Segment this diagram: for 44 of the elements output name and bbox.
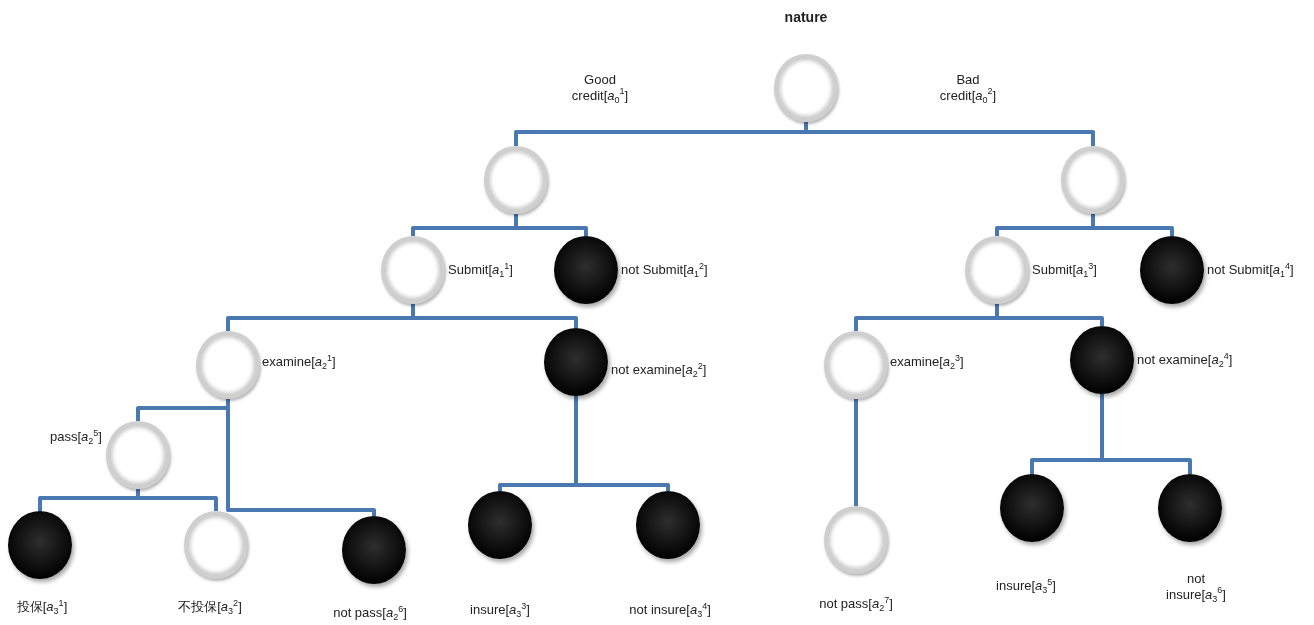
open-circle: [184, 511, 248, 579]
connector-line: [854, 397, 858, 506]
connector-line: [136, 489, 218, 511]
filled-circle: [1140, 236, 1204, 304]
node-label: not insure[a$_{3}$$^{4}$]: [629, 601, 711, 619]
open-circle: [1061, 146, 1125, 214]
connector-line: [1100, 394, 1192, 474]
node-label: nature: [784, 9, 828, 27]
node-label: Submit[a$_{1}$$^{3}$]: [1032, 261, 1097, 279]
node-label: not examine[a$_{2}$$^{2}$]: [611, 361, 707, 379]
filled-circle: [554, 236, 618, 304]
connector-line: [574, 396, 670, 491]
open-circle: [381, 236, 445, 304]
node-label: not pass[a$_{2}$$^{6}$]: [333, 604, 407, 622]
filled-circle: [636, 491, 700, 559]
open-circle: [484, 146, 548, 214]
node-label: pass[a$_{2}$$^{5}$]: [50, 428, 102, 446]
open-circle: [824, 331, 888, 399]
open-circle: [106, 421, 170, 489]
filled-circle: [1070, 326, 1134, 394]
filled-circle: [468, 491, 532, 559]
filled-circle: [544, 328, 608, 396]
filled-circle: [1158, 474, 1222, 542]
open-circle: [196, 331, 260, 399]
node-label: not insure[a$_{3}$$^{6}$]: [1165, 570, 1227, 604]
node-label: insure[a$_{3}$$^{3}$]: [470, 601, 530, 619]
connector-line: [804, 122, 1095, 146]
node-label: 投保[a$_{3}$$^{1}$]: [16, 598, 68, 616]
node-label: examine[a$_{2}$$^{3}$]: [890, 353, 964, 371]
open-circle: [824, 506, 888, 574]
node-label: 不投保[a$_{3}$$^{2}$]: [178, 598, 242, 616]
filled-circle: [1000, 474, 1064, 542]
node-label: not Submit[a$_{1}$$^{2}$]: [621, 261, 708, 279]
open-circle: [965, 236, 1029, 304]
node-label: not pass[a$_{2}$$^{7}$]: [819, 595, 893, 613]
filled-circle: [8, 511, 72, 579]
open-circle: [774, 54, 838, 122]
node-label: insure[a$_{3}$$^{5}$]: [996, 577, 1056, 595]
connector-line: [226, 399, 376, 516]
node-label: Submit[a$_{1}$$^{1}$]: [448, 261, 513, 279]
node-label: examine[a$_{2}$$^{1}$]: [262, 353, 336, 371]
node-label: not Submit[a$_{1}$$^{4}$]: [1207, 261, 1294, 279]
node-label: not examine[a$_{2}$$^{4}$]: [1137, 351, 1233, 369]
filled-circle: [342, 516, 406, 584]
